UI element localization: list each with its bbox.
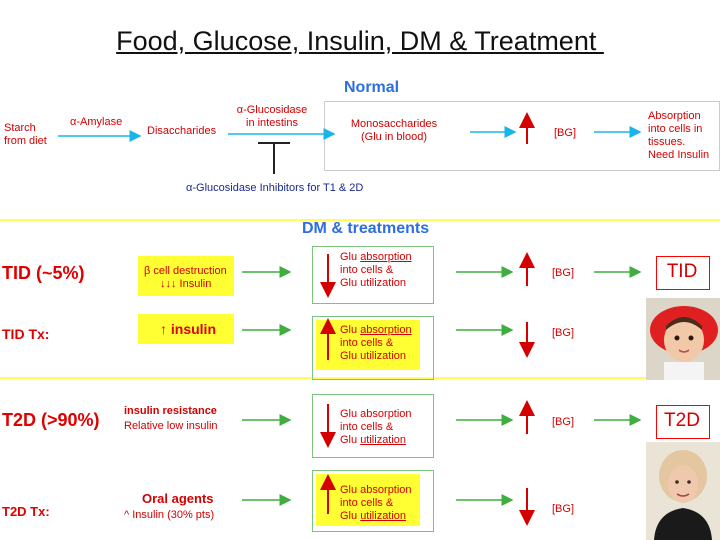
divider-line bbox=[0, 377, 720, 379]
monosaccharides-label: Monosaccharides(Glu in blood) bbox=[350, 118, 438, 143]
t1d-result: TID bbox=[666, 261, 698, 282]
t1d-result-box bbox=[656, 256, 710, 290]
t2d-bg-label: [BG] bbox=[552, 416, 575, 428]
t1d-bg-label: [BG] bbox=[552, 267, 575, 279]
t1d-tx-cause: ↑ insulin bbox=[160, 321, 216, 337]
child-photo bbox=[646, 298, 720, 380]
t1d-tx-cause-box bbox=[138, 314, 234, 344]
t2d-tx-cause-title: Oral agents bbox=[142, 491, 214, 506]
t1d-effect-box bbox=[312, 246, 434, 304]
child-photo-illustration bbox=[646, 298, 720, 380]
t2d-result: T2D bbox=[664, 410, 700, 431]
inhibitors-label: α-Glucosidase Inhibitors for T1 & 2D bbox=[186, 182, 364, 194]
t2d-tx-effect-box bbox=[312, 470, 434, 532]
t2d-tx-bg-label: [BG] bbox=[552, 503, 575, 515]
t1d-tx-label: TID Tx: bbox=[2, 326, 50, 342]
t1d-tx-effect-box bbox=[312, 316, 434, 380]
t2d-cause-title: insulin resistance bbox=[124, 405, 217, 417]
t1d-label: TID (~5%) bbox=[2, 263, 85, 283]
normal-header: Normal bbox=[344, 79, 400, 96]
t1d-cause-box bbox=[138, 256, 234, 296]
t2d-tx-label: T2D Tx: bbox=[2, 504, 50, 519]
woman-photo-illustration bbox=[646, 442, 720, 540]
normal-bg-label: [BG] bbox=[554, 127, 577, 139]
t2d-label: T2D (>90%) bbox=[2, 410, 100, 430]
divider-line bbox=[0, 219, 720, 221]
disaccharides-label: Disaccharides bbox=[147, 125, 217, 137]
t1d-tx-bg-label: [BG] bbox=[552, 327, 575, 339]
page-title: Food, Glucose, Insulin, DM & Treatment bbox=[116, 26, 604, 56]
woman-photo bbox=[646, 442, 720, 540]
t2d-effect-box bbox=[312, 394, 434, 458]
dm-header: DM & treatments bbox=[302, 220, 430, 237]
t2d-cause-sub: Relative low insulin bbox=[124, 420, 218, 432]
amylase-label: α-Amylase bbox=[70, 116, 123, 128]
t2d-result-box bbox=[656, 405, 710, 439]
t2d-tx-cause-sub: ^ Insulin (30% pts) bbox=[124, 509, 215, 521]
t1d-cause: β cell destruction↓↓↓ Insulin bbox=[144, 265, 227, 290]
